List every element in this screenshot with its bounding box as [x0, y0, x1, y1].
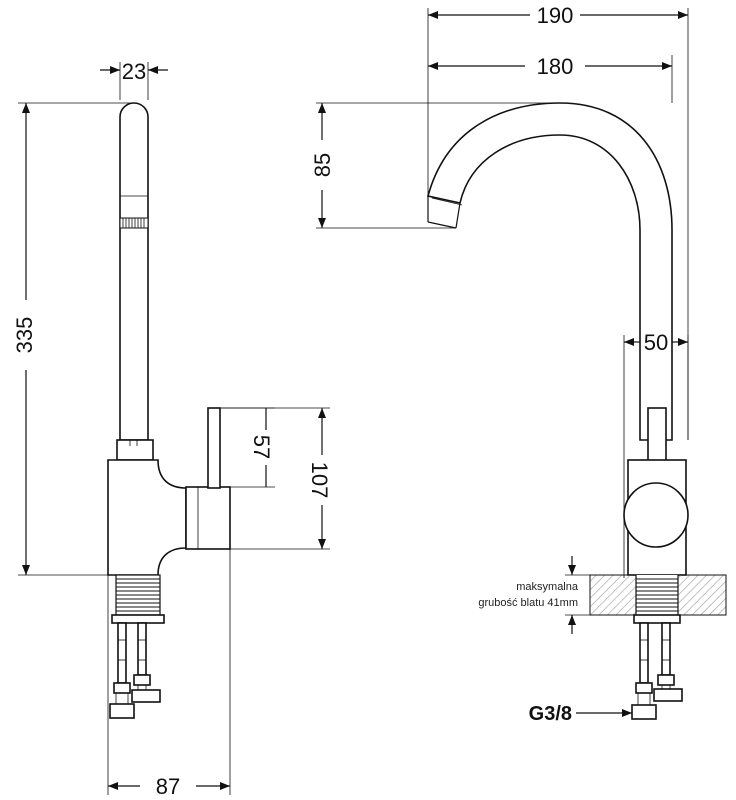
connection-label: G3/8: [529, 703, 572, 725]
lever-block: [185, 486, 231, 550]
dimension-body-height: 107: [220, 407, 332, 550]
threaded-shank: [115, 574, 161, 616]
dimension-base-depth: 87: [107, 549, 231, 799]
side-spout: [119, 102, 149, 441]
label-spout-drop: 85: [310, 153, 335, 177]
label-overall-reach: 190: [537, 3, 574, 28]
supply-hoses: [109, 622, 161, 719]
label-lever-height: 57: [249, 435, 274, 459]
dimension-overall-reach: 190: [427, 3, 689, 440]
countertop-note-line2: grubość blatu 41mm: [478, 597, 578, 609]
dimension-lever-height: 57: [220, 407, 275, 488]
mount-nut: [111, 614, 165, 624]
front-nut: [633, 614, 681, 624]
label-base-depth: 87: [156, 774, 180, 799]
spout-collar: [116, 439, 154, 461]
front-knob: [623, 482, 689, 548]
label-spout-width: 23: [122, 59, 146, 84]
label-body-height: 107: [307, 462, 332, 499]
label-spout-reach: 180: [537, 54, 574, 79]
countertop: [589, 574, 727, 616]
label-total-height: 335: [12, 317, 37, 354]
front-hoses: [631, 622, 683, 720]
connection-callout: G3/8: [529, 703, 632, 725]
gooseneck-spout: [427, 102, 673, 441]
dimension-spout-drop: 85: [310, 102, 560, 229]
label-body-diameter: 50: [644, 330, 668, 355]
dimension-spout-reach: 180: [428, 54, 673, 103]
lever-handle: [207, 407, 221, 489]
dimension-body-diameter: 50: [623, 330, 689, 578]
side-view: 23 335 57: [12, 59, 332, 799]
dimension-spout-width: 23: [100, 59, 168, 100]
countertop-note: maksymalna grubość blatu 41mm: [478, 556, 590, 634]
front-view: 190 180 85: [310, 3, 727, 725]
side-body: [107, 459, 187, 576]
countertop-note-line1: maksymalna: [516, 581, 579, 593]
aerator: [119, 195, 149, 229]
dimension-total-height: 335: [12, 102, 134, 576]
